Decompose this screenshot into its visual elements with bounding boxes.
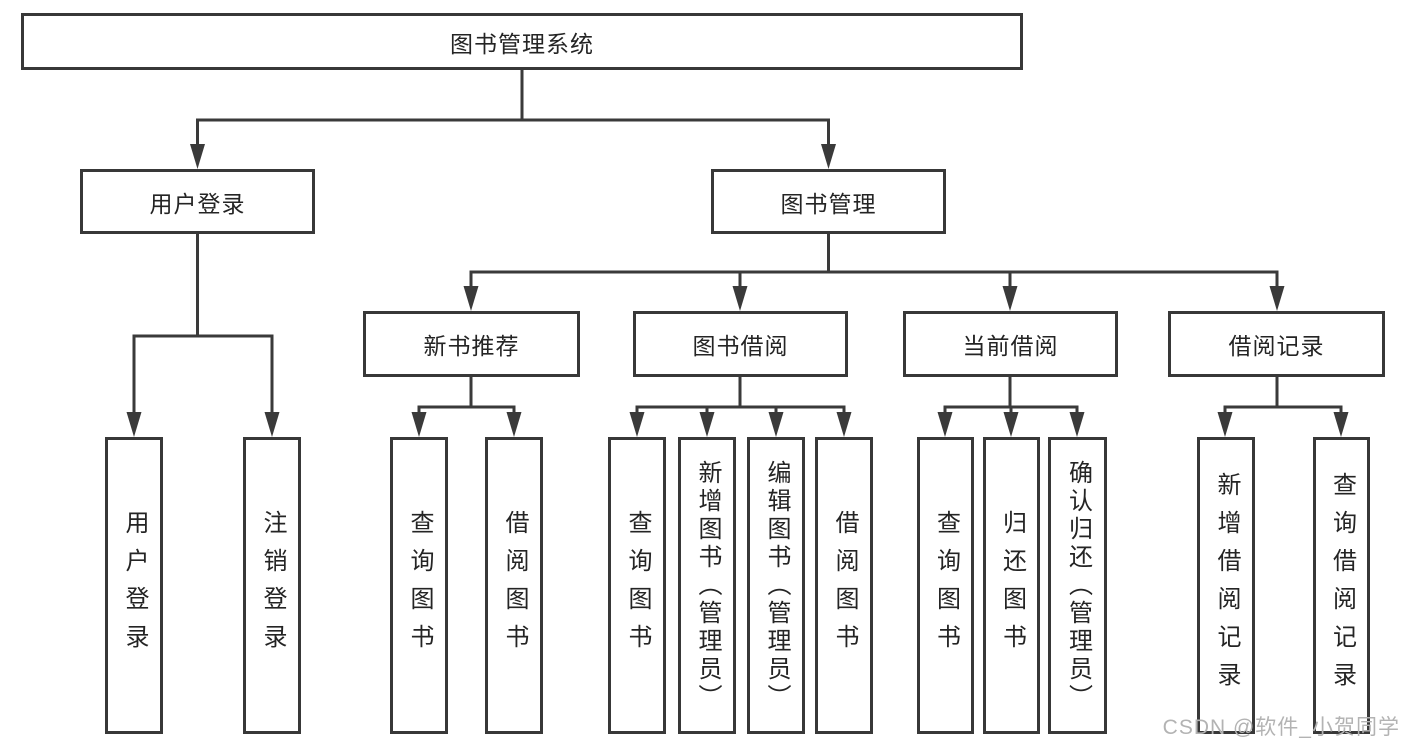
arrowhead: [506, 412, 522, 437]
leaf-add-borrow-record: 新增借阅记录: [1197, 437, 1255, 734]
leaf-confirm-return-admin: 确认归还（管理员）: [1048, 437, 1107, 734]
leaf-return-books: 归还图书: [983, 437, 1040, 734]
leaf-add-books-admin: 新增图书（管理员）: [678, 437, 736, 734]
node-label: 当前借阅: [962, 333, 1059, 359]
node-label: 查询图书: [624, 509, 651, 662]
connector-book-mgmt-to-level2: [469, 234, 1279, 288]
node-label: 查询图书: [932, 509, 960, 662]
node-user-login: 用户登录: [80, 169, 315, 234]
arrowhead: [629, 412, 645, 437]
node-label: 归还图书: [998, 509, 1026, 662]
node-label: 查询图书: [406, 509, 433, 662]
node-current-borrow: 当前借阅: [903, 311, 1118, 377]
node-label: 借阅图书: [831, 509, 858, 662]
node-book-management: 图书管理: [711, 169, 946, 234]
connector-lines: [132, 70, 1343, 414]
arrowhead: [937, 412, 953, 437]
leaf-query-books-recommend: 查询图书: [390, 437, 448, 734]
arrowhead: [1002, 286, 1018, 311]
leaf-query-books-borrow: 查询图书: [608, 437, 666, 734]
node-root-library-system: 图书管理系统: [21, 13, 1023, 70]
arrowhead: [836, 412, 852, 437]
arrowhead: [1217, 412, 1233, 437]
leaf-query-borrow-record: 查询借阅记录: [1313, 437, 1370, 734]
leaf-borrow-books-recommend: 借阅图书: [485, 437, 543, 734]
connector-records-to-leaves: [1223, 377, 1343, 414]
node-new-book-recommend: 新书推荐: [363, 311, 580, 377]
arrowhead: [821, 144, 836, 169]
node-label: 编辑图书（管理员）: [763, 459, 790, 712]
connector-borrow-to-leaves: [635, 377, 846, 414]
node-label: 注销登录: [259, 509, 286, 662]
arrowhead: [463, 286, 479, 311]
leaf-edit-books-admin: 编辑图书（管理员）: [747, 437, 805, 734]
connector-current-to-leaves: [943, 377, 1079, 414]
arrowhead: [1333, 412, 1349, 437]
node-borrow-records: 借阅记录: [1168, 311, 1385, 377]
node-label: 查询借阅记录: [1328, 471, 1356, 700]
connector-user-login-to-leaves: [132, 234, 274, 413]
node-label: 借阅图书: [501, 509, 528, 662]
arrowhead: [1003, 412, 1019, 437]
leaf-user-login: 用户登录: [105, 437, 163, 734]
arrowhead: [732, 286, 748, 311]
connector-recommend-to-leaves: [417, 377, 516, 414]
connector-root-to-level1: [196, 70, 830, 146]
leaf-logout: 注销登录: [243, 437, 301, 734]
node-book-borrow: 图书借阅: [633, 311, 848, 377]
arrowhead: [1069, 412, 1085, 437]
node-label: 用户登录: [149, 190, 246, 217]
arrowhead: [264, 412, 280, 437]
arrowheads: [126, 144, 1349, 437]
arrowhead: [768, 412, 784, 437]
node-label: 借阅记录: [1228, 333, 1325, 359]
node-label: 用户登录: [121, 509, 148, 662]
node-label: 新增图书（管理员）: [694, 459, 721, 712]
arrowhead: [190, 144, 205, 169]
node-label: 图书借阅: [692, 333, 789, 359]
node-label: 图书管理系统: [450, 30, 594, 57]
leaf-query-books-current: 查询图书: [917, 437, 974, 734]
node-label: 确认归还（管理员）: [1064, 459, 1092, 712]
node-label: 图书管理: [780, 190, 877, 217]
arrowhead: [126, 412, 142, 437]
arrowhead: [699, 412, 715, 437]
node-label: 新书推荐: [423, 333, 520, 359]
node-label: 新增借阅记录: [1213, 471, 1240, 700]
arrowhead: [411, 412, 427, 437]
csdn-watermark: CSDN @软件_小贺同学: [1162, 716, 1400, 739]
leaf-borrow-books: 借阅图书: [815, 437, 873, 734]
arrowhead: [1269, 286, 1285, 311]
